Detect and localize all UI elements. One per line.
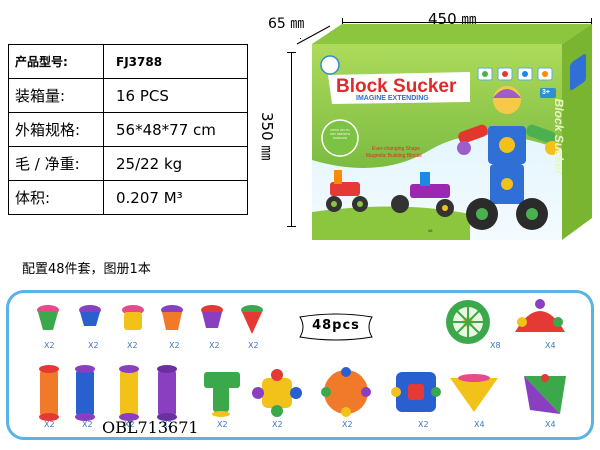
tube-piece (39, 365, 59, 421)
quantity-label: X2 (418, 420, 429, 429)
logo-icon (320, 55, 340, 75)
quantity-label: X2 (342, 420, 353, 429)
spec-row-volume: 体积: 0.207 M³ (8, 180, 248, 215)
cup-piece (241, 305, 263, 334)
spec-label: 体积: (8, 180, 104, 215)
parts-panel (6, 290, 594, 440)
quantity-label: X2 (44, 341, 55, 350)
spec-value: 56*48*77 cm (103, 112, 248, 147)
tagline-2: Magnetic Building Blocks (366, 153, 422, 159)
config-note: 配置48件套，图册1本 (22, 262, 151, 277)
height-dimension-tick (287, 226, 296, 227)
quantity-label: X4 (545, 420, 556, 429)
product-code: OBL713671 (102, 418, 199, 437)
tube-piece (119, 365, 139, 421)
quantity-label: X4 (474, 420, 485, 429)
age-text: 3+ (542, 89, 550, 96)
quantity-label: X2 (82, 420, 93, 429)
spec-value: 25/22 kg (103, 146, 248, 181)
feature-icons (477, 67, 553, 81)
brand-title: Block Sucker (336, 76, 457, 97)
ball-piece (321, 367, 371, 417)
stick-on-badge (321, 119, 359, 157)
triangle-piece (450, 374, 498, 412)
half-dome-piece (515, 299, 565, 332)
quantity-label: X2 (169, 341, 180, 350)
quantity-label: X2 (209, 341, 220, 350)
quantity-label: X2 (124, 420, 135, 429)
width-dimension-line (342, 22, 592, 23)
cup-piece (79, 305, 101, 326)
spec-row-weight: 毛 / 净重: 25/22 kg (8, 146, 248, 181)
depth-dimension-label: 65 ㎜ (268, 16, 305, 32)
height-dimension-line (291, 52, 292, 227)
wedge-piece (524, 374, 566, 414)
quantity-label: X2 (44, 420, 55, 429)
quantity-label: X2 (127, 341, 138, 350)
pcs-count-label: 48pcs (312, 318, 360, 333)
spec-value: FJ3788 (103, 44, 248, 79)
tube-piece (75, 365, 95, 421)
spec-row-model: 产品型号: FJ3788 (8, 44, 248, 79)
cube-piece (391, 372, 441, 412)
box-grass (312, 206, 470, 240)
vehicle-illustrations (326, 170, 454, 217)
pcs-badge (299, 313, 373, 341)
piece-count-text: 48 (428, 228, 433, 233)
spec-label: 毛 / 净重: (8, 146, 104, 181)
width-dimension-tick (342, 18, 343, 27)
robot-illustration (457, 86, 559, 230)
quantity-label: X2 (217, 420, 228, 429)
spec-value: 16 PCS (103, 78, 248, 113)
tee-piece (204, 372, 240, 417)
width-dimension-tick (591, 18, 592, 27)
width-dimension-label: 450 ㎜ (428, 10, 477, 28)
side-panel-art (570, 54, 586, 91)
wheel-piece (446, 300, 490, 344)
box-top-face (312, 24, 592, 44)
spec-label: 产品型号: (8, 44, 104, 79)
quantity-label: X4 (545, 341, 556, 350)
quantity-label: X2 (248, 341, 259, 350)
height-dimension-tick (287, 52, 296, 53)
cross-piece (252, 369, 302, 417)
quantity-label: X2 (162, 420, 173, 429)
tagline-1: Ever-changing Shape (372, 146, 421, 152)
age-badge (540, 88, 556, 98)
cup-piece (37, 305, 59, 330)
spec-row-carton-size: 外箱规格: 56*48*77 cm (8, 112, 248, 147)
cup-piece (122, 305, 144, 330)
brand-banner (328, 72, 470, 104)
cup-piece (201, 305, 223, 328)
tube-piece (157, 365, 177, 421)
quantity-label: X2 (272, 420, 283, 429)
quantity-label: X8 (490, 341, 501, 350)
quantity-label: X2 (88, 341, 99, 350)
spec-value: 0.207 M³ (103, 180, 248, 215)
brand-subtitle: IMAGINE EXTENDING (356, 95, 429, 102)
spec-table: 产品型号: FJ3788 装箱量: 16 PCS 外箱规格: 56*48*77 … (8, 44, 248, 215)
stick-on-text: STICK ON TO ANY SMOOTH SURFACE (329, 128, 351, 140)
spec-row-quantity: 装箱量: 16 PCS (8, 78, 248, 113)
cup-piece (161, 305, 183, 330)
